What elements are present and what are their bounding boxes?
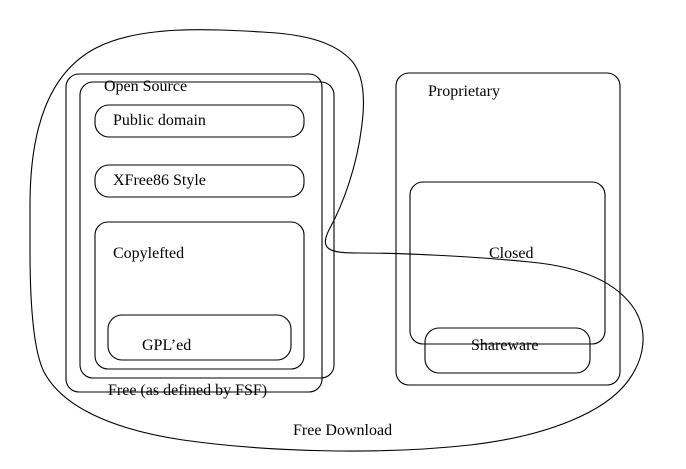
region-label-xfree86-style: XFree86 Style [113, 172, 206, 189]
region-outline-closed [409, 181, 606, 345]
region-outline-public-domain [94, 104, 305, 138]
region-label-open-source: Open Source [104, 78, 188, 95]
region-outline-gpled [107, 314, 292, 361]
region-label-closed: Closed [489, 245, 534, 262]
region-outline-free-fsf [65, 73, 323, 393]
region-outline-copylefted [94, 221, 305, 370]
region-outline-proprietary [395, 72, 621, 386]
region-label-copylefted: Copylefted [113, 245, 185, 262]
region-label-proprietary: Proprietary [428, 83, 500, 100]
region-label-gpled: GPL’ed [142, 337, 192, 354]
region-outline-shareware [424, 327, 591, 374]
region-label-public-domain: Public domain [113, 112, 206, 129]
region-label-shareware: Shareware [471, 337, 539, 354]
region-outline-free-download [29, 29, 644, 452]
region-outline-open-source [79, 81, 335, 379]
region-outline-xfree86-style [94, 164, 305, 198]
region-label-free-download: Free Download [293, 422, 393, 439]
region-label-free-fsf: Free (as defined by FSF) [108, 382, 268, 399]
